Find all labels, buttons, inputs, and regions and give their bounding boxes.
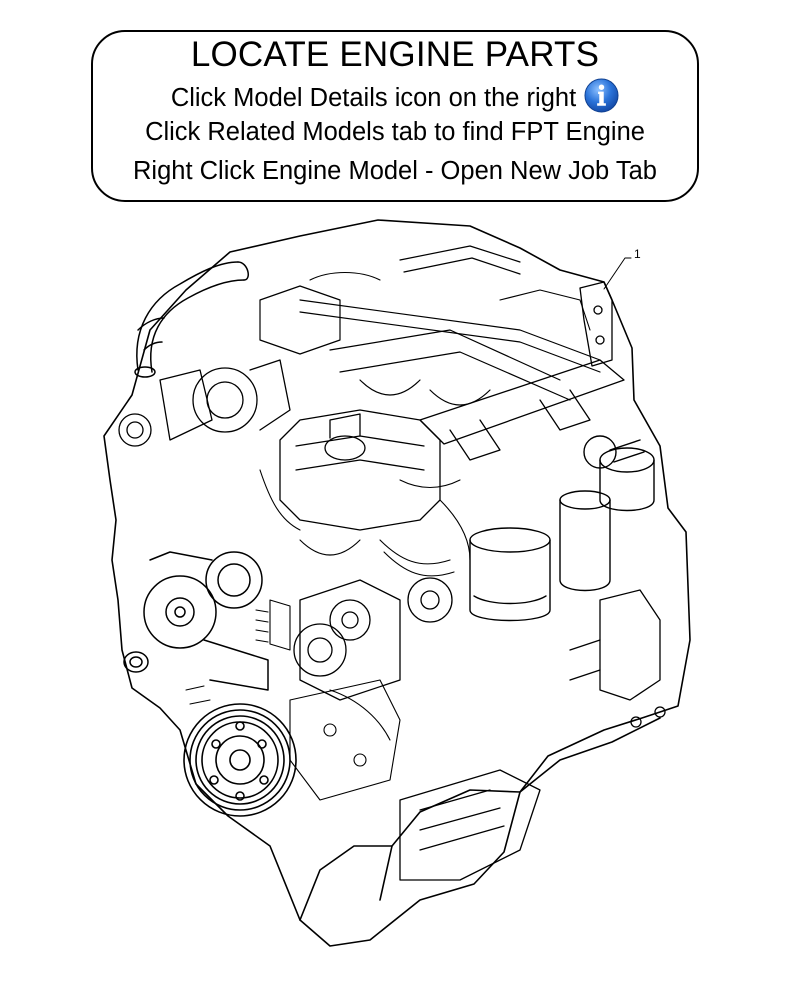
engine-block — [103, 219, 691, 947]
instruction-line-1-text: Click Model Details icon on the right — [170, 84, 577, 112]
oil-sump — [399, 589, 666, 881]
fuel-rail — [259, 245, 601, 406]
info-icon[interactable] — [584, 78, 619, 113]
turbocharger — [118, 359, 291, 447]
high-pressure-pump — [293, 577, 453, 701]
instruction-box: LOCATE ENGINE PARTS Click Model Details … — [91, 30, 699, 202]
instruction-line-3: Right Click Engine Model - Open New Job … — [133, 157, 657, 185]
cylinder-head — [279, 409, 441, 531]
hoses — [259, 272, 591, 741]
crankshaft-pulley — [183, 703, 297, 817]
callout-leader — [603, 257, 632, 290]
instruction-line-1: Click Model Details icon on the right — [93, 78, 697, 113]
front-cover — [185, 599, 401, 801]
engine-bracket — [579, 281, 613, 367]
water-pump — [123, 551, 269, 691]
intake-pipe — [134, 261, 249, 378]
fuel-filter — [469, 435, 655, 622]
engine-diagram — [103, 219, 691, 947]
harness-bar — [419, 359, 625, 461]
instruction-title: LOCATE ENGINE PARTS — [190, 35, 600, 74]
instruction-line-2: Click Related Models tab to find FPT Eng… — [145, 118, 645, 146]
callout-label: 1 — [634, 247, 641, 261]
